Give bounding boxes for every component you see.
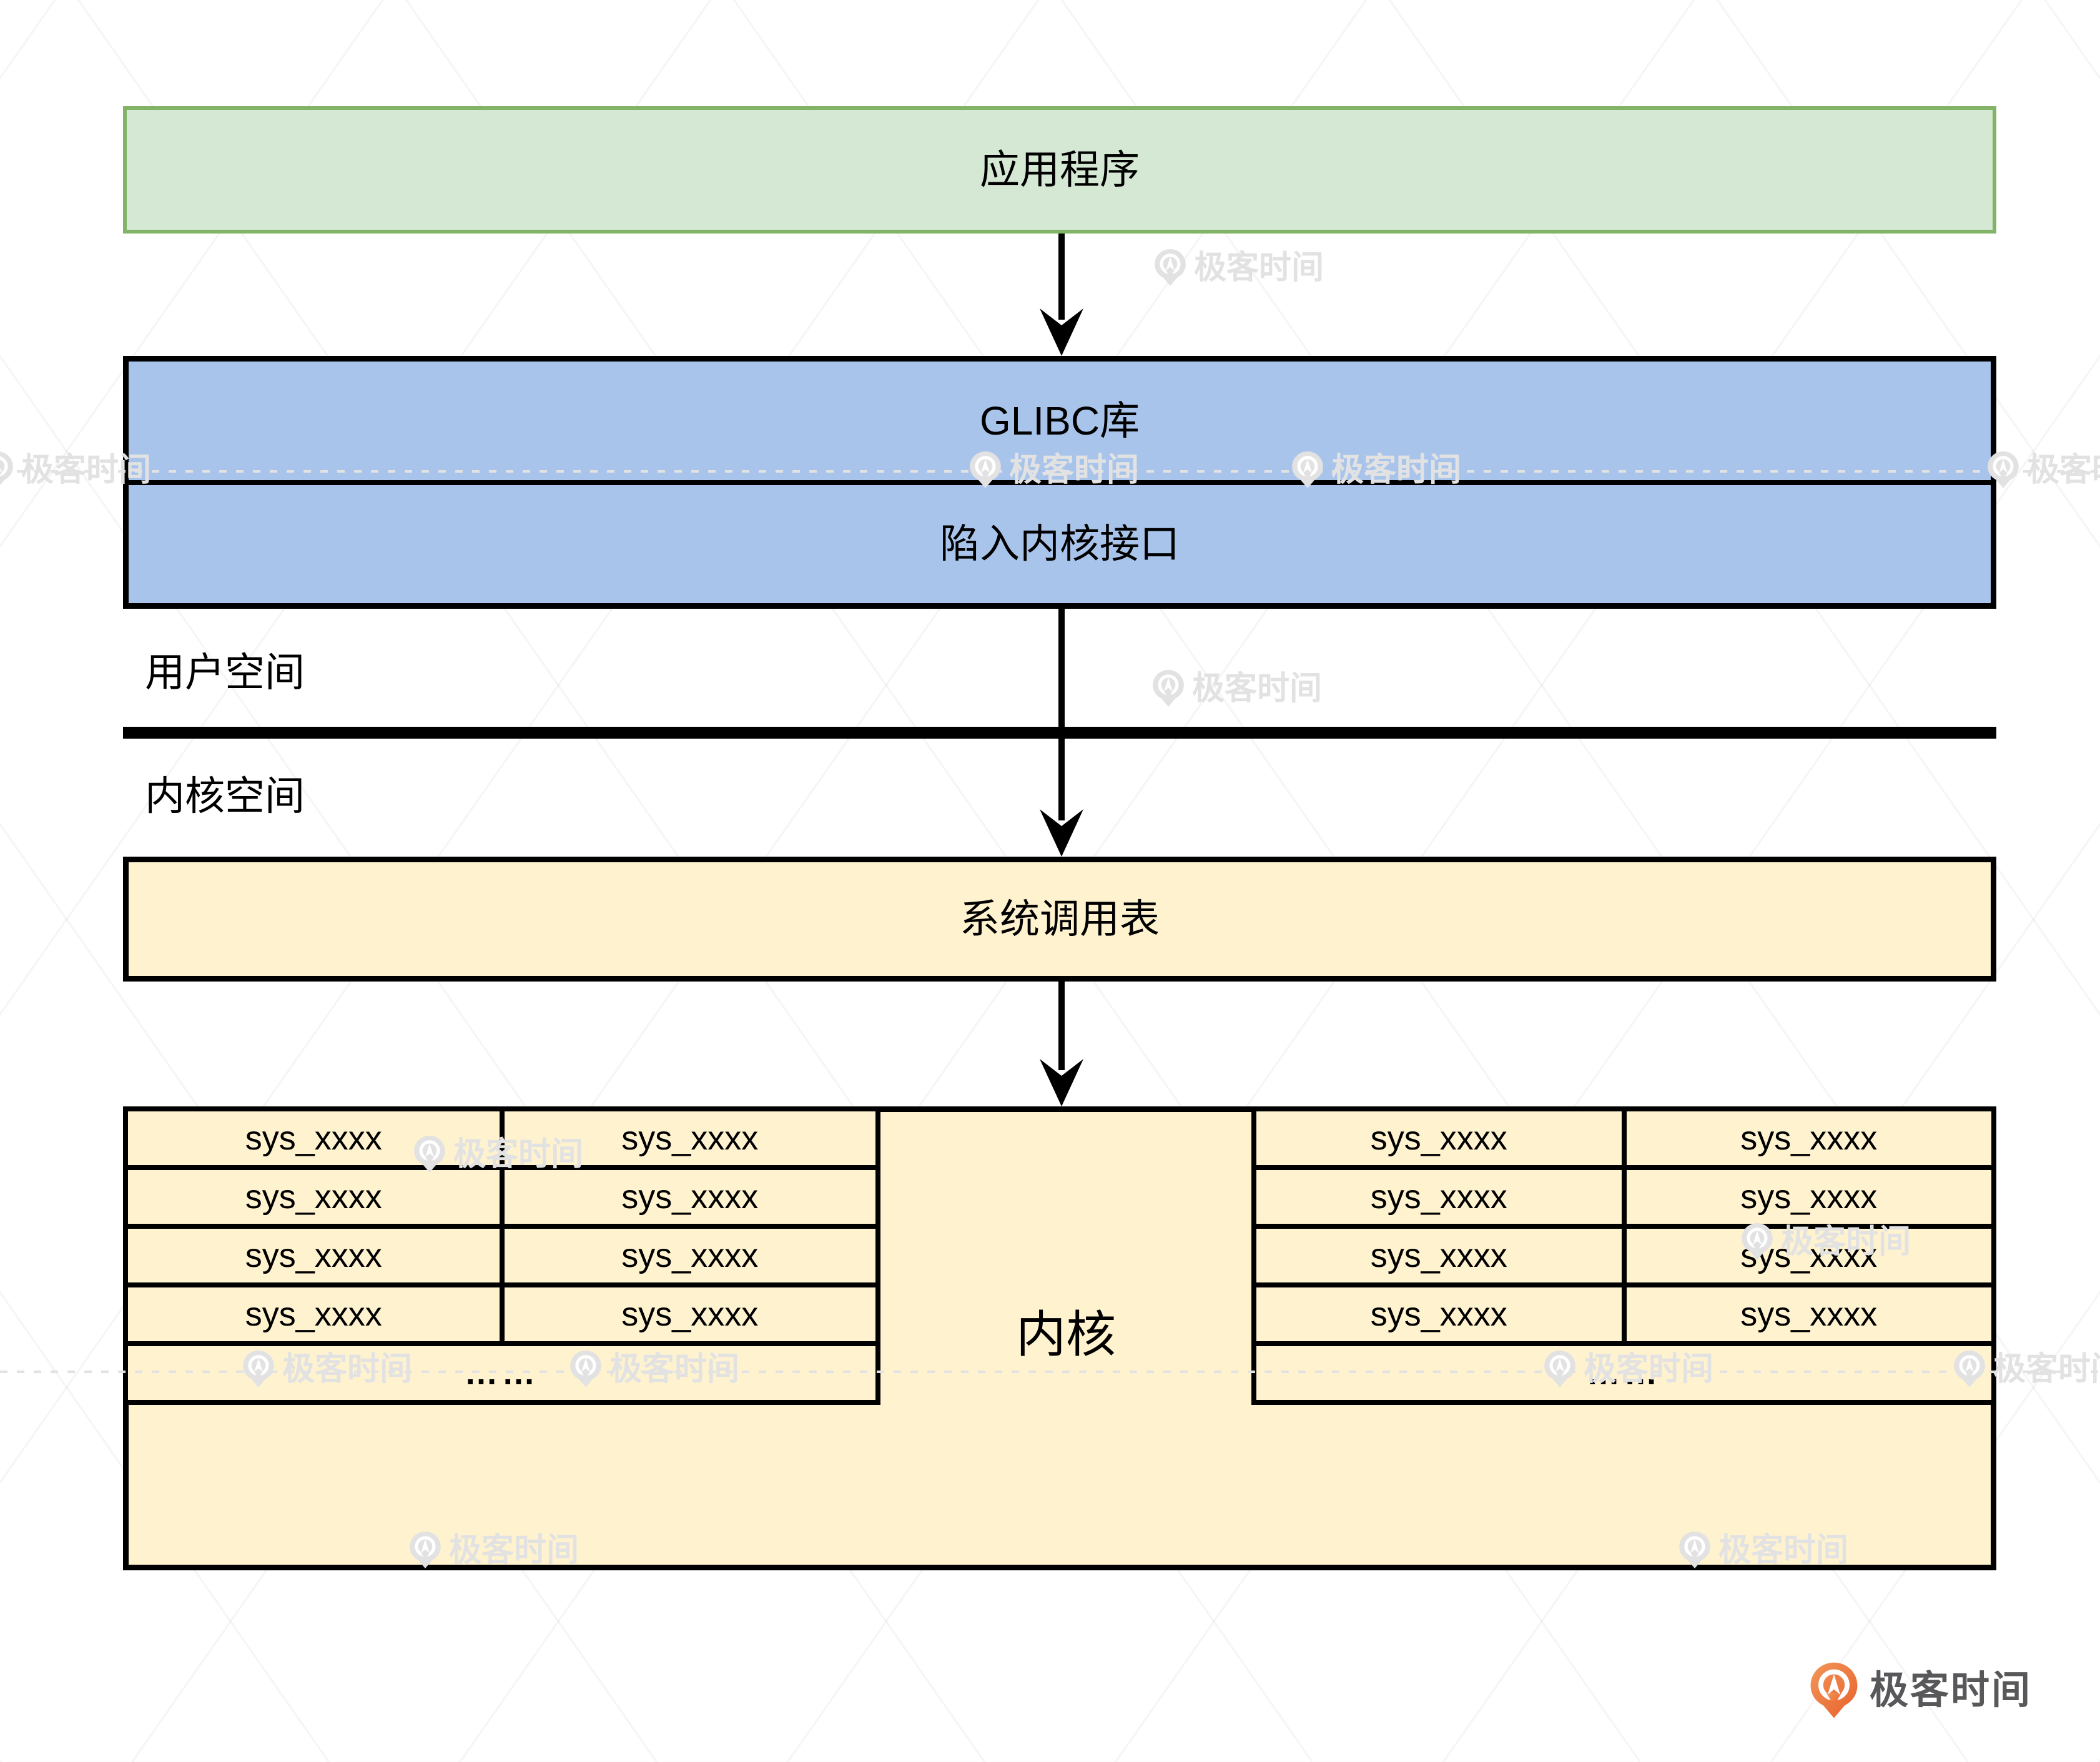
kernel-label: 内核 [1016,1307,1116,1362]
watermark: 极客时间 [1741,1223,1911,1261]
watermark: 极客时间 [1987,451,2100,490]
watermark: 极客时间 [0,451,151,490]
watermark: 极客时间 [1152,669,1322,708]
application-label: 应用程序 [980,147,1140,192]
geektime-pin-icon [969,451,1002,490]
ellipsis-row: …… [1256,1341,1991,1400]
geektime-logo-text: 极客时间 [1870,1669,2033,1712]
sys-cell: sys_xxxx [1256,1170,1627,1224]
sys-cell: sys_xxxx [128,1111,505,1165]
user-space-label: 用户空间 [145,650,305,695]
sys-cell: sys_xxxx [1256,1111,1627,1165]
dotted-watermark-line [0,470,2100,473]
watermark: 极客时间 [1544,1350,1713,1389]
geektime-pin-icon [413,1135,446,1174]
ellipsis-cell: …… [464,1354,540,1392]
trap-interface-label: 陷入内核接口 [940,521,1180,567]
geektime-pin-icon [242,1350,275,1389]
watermark: 极客时间 [1679,1531,1848,1570]
geektime-pin-icon [1987,451,2019,490]
sys-table-row: sys_xxxx sys_xxxx [1256,1111,1991,1165]
application-box: 应用程序 [123,106,1996,234]
geektime-pin-icon [569,1350,602,1389]
watermark: 极客时间 [409,1531,579,1570]
syscall-table-label: 系统调用表 [960,897,1160,942]
glibc-box: GLIBC库 陷入内核接口 [123,356,1996,609]
ellipsis-row: …… [128,1341,875,1400]
geektime-pin-icon [1152,669,1185,708]
sys-cell: sys_xxxx [621,1296,759,1333]
geektime-pin-icon [1741,1223,1773,1261]
sys-cell: sys_xxxx [1740,1120,1878,1157]
user-kernel-divider-line [123,727,1996,739]
sys-cell: sys_xxxx [1256,1229,1627,1282]
geektime-pin-icon [409,1531,441,1570]
sys-cell: sys_xxxx [1256,1287,1627,1341]
glibc-row: GLIBC库 [129,362,1991,480]
kernel-space-label: 内核空间 [145,774,305,819]
sys-cell: sys_xxxx [621,1120,759,1157]
sys-cell: sys_xxxx [128,1287,505,1341]
geektime-logo-icon [1810,1661,1858,1721]
watermark: 极客时间 [413,1135,583,1174]
sys-cell: sys_xxxx [1740,1178,1878,1216]
ellipsis-cell: …… [1586,1354,1662,1392]
sys-table-row: sys_xxxx sys_xxxx [128,1282,875,1341]
sys-table-row: sys_xxxx sys_xxxx [128,1165,875,1224]
sys-cell: sys_xxxx [621,1178,759,1216]
sys-cell: sys_xxxx [1740,1296,1878,1333]
sys-table-row: sys_xxxx sys_xxxx [1256,1165,1991,1224]
geektime-pin-icon [1154,249,1186,287]
geektime-pin-icon [1953,1350,1986,1389]
sys-table-row: sys_xxxx sys_xxxx [128,1111,875,1165]
glibc-label: GLIBC库 [979,398,1140,443]
geektime-pin-icon [1544,1350,1576,1389]
geektime-pin-icon [1291,451,1324,490]
trap-interface-row: 陷入内核接口 [129,480,1991,604]
sys-cell: sys_xxxx [128,1229,505,1282]
watermark: 极客时间 [969,451,1139,490]
watermark: 极客时间 [569,1350,739,1389]
sys-cell: sys_xxxx [128,1170,505,1224]
watermark: 极客时间 [1953,1350,2100,1389]
sys-table-row: sys_xxxx sys_xxxx [128,1224,875,1282]
geektime-pin-icon [0,451,14,490]
geektime-pin-icon [1679,1531,1711,1570]
dotted-watermark-line [0,1371,2100,1373]
geektime-logo: 极客时间 [1810,1661,2032,1721]
watermark: 极客时间 [242,1350,412,1389]
watermark: 极客时间 [1291,451,1461,490]
sys-table-row: sys_xxxx sys_xxxx [1256,1282,1991,1341]
syscall-table-box: 系统调用表 [123,857,1996,982]
sys-cell: sys_xxxx [621,1237,759,1274]
watermark: 极客时间 [1154,249,1324,287]
